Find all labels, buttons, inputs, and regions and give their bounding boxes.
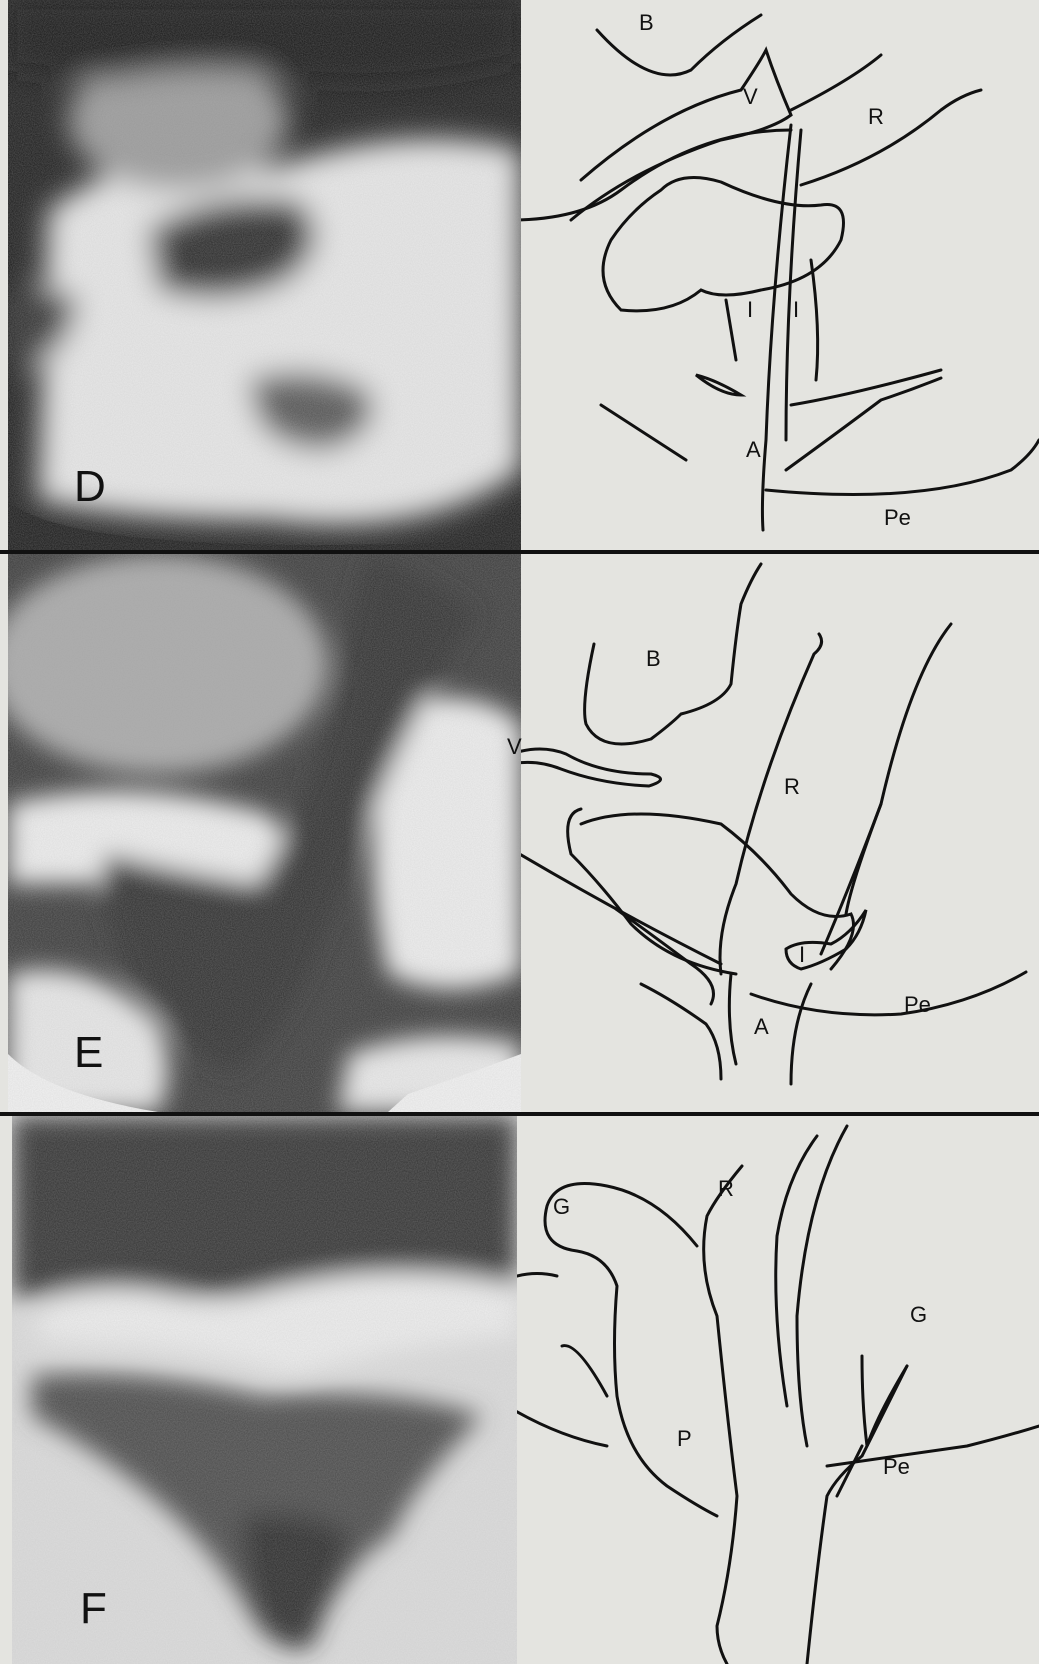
outline-mid-e — [581, 814, 854, 969]
label-a-e: A — [754, 1014, 769, 1040]
outline-b-d — [597, 15, 761, 75]
branch-lower-left-d — [601, 405, 686, 460]
stem-a-left-e — [729, 974, 736, 1064]
duct-r-left-f — [704, 1166, 742, 1664]
line-left-1-f — [562, 1346, 607, 1396]
stem-p-right-f — [837, 1446, 862, 1496]
label-r-f: R — [718, 1176, 734, 1202]
label-i1-d: I — [747, 297, 753, 323]
label-pe-f: Pe — [883, 1454, 910, 1480]
duct-r-far-f — [797, 1126, 847, 1446]
duct-r-left-e — [720, 634, 822, 974]
line-left-2-f — [517, 1406, 607, 1446]
slit-d — [696, 375, 741, 395]
outline-oval-d — [603, 178, 844, 311]
label-g2-f: G — [910, 1302, 927, 1328]
outline-g1-f — [545, 1184, 717, 1517]
label-b-d: B — [639, 10, 654, 36]
line-right-e — [821, 804, 881, 954]
outline-pe-e — [751, 972, 1026, 1015]
outline-pe-f — [827, 1426, 1039, 1466]
label-pe-d: Pe — [884, 505, 911, 531]
tracing-e: B V R I A Pe — [521, 554, 1039, 1112]
branch-pe-d — [786, 378, 941, 470]
label-a-d: A — [746, 437, 761, 463]
outline-g2-f — [862, 1356, 907, 1446]
line-left-3-f — [517, 1274, 557, 1277]
outline-pe-d — [766, 440, 1039, 495]
panel-letter-f: F — [80, 1584, 107, 1634]
label-r-d: R — [868, 104, 884, 130]
label-i2-d: I — [793, 297, 799, 323]
duct-r-right-e — [846, 624, 951, 914]
tracing-f: G R G P Pe — [517, 1116, 1039, 1664]
axis-right-d — [786, 130, 801, 440]
line-i1-d — [726, 300, 736, 360]
radiograph-d: D — [8, 0, 521, 552]
outline-g2b-f — [807, 1366, 907, 1664]
label-pe-e: Pe — [904, 992, 931, 1018]
outline-v-e — [521, 749, 661, 786]
line-lower-1-e — [521, 849, 721, 964]
tracing-d: B V R I I A Pe — [521, 0, 1039, 552]
label-v-d: V — [743, 84, 758, 110]
outline-b-e — [585, 564, 761, 744]
stem-a-right-e — [791, 984, 811, 1084]
label-v-e: V — [507, 734, 522, 760]
line-i2-d — [811, 260, 818, 380]
radiograph-e: E — [8, 554, 521, 1112]
panel-letter-d: D — [74, 462, 106, 512]
duct-r-lower-d — [801, 90, 981, 185]
label-b-e: B — [646, 646, 661, 672]
radiograph-f: F — [12, 1116, 517, 1664]
outline-v-d — [571, 50, 791, 220]
label-p-f: P — [677, 1426, 692, 1452]
stem-left-d — [521, 130, 791, 220]
duct-r-d — [791, 55, 881, 110]
label-r-e: R — [784, 774, 800, 800]
panel-letter-e: E — [74, 1028, 103, 1078]
duct-r-right-f — [776, 1136, 817, 1406]
outline-oval-e — [568, 809, 736, 974]
line-lower-3-e — [641, 984, 721, 1079]
label-i-e: I — [799, 942, 805, 968]
label-g1-f: G — [553, 1194, 570, 1220]
